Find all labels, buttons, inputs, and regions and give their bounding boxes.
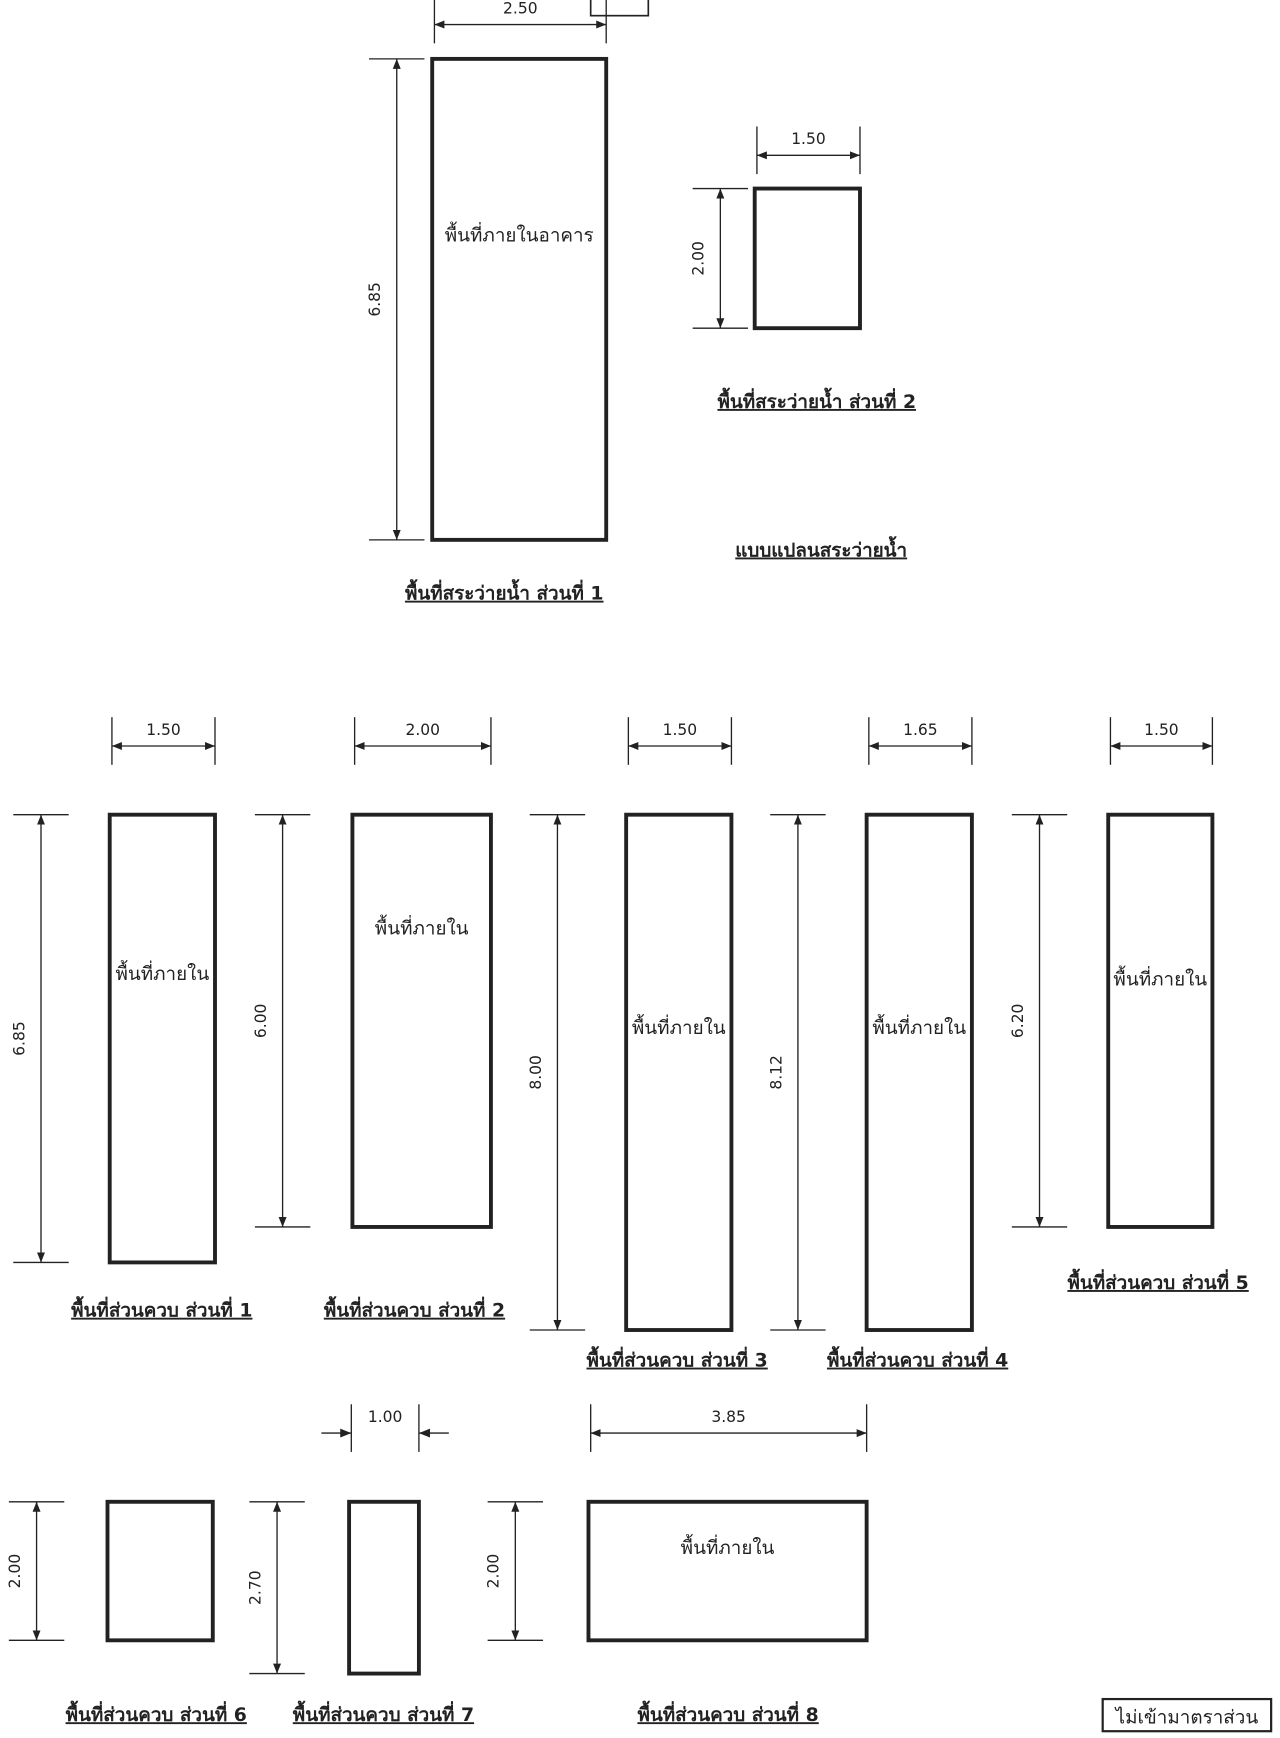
annex-part-5-caption: พื้นที่ส่วนควบ ส่วนที่ 5 [1067,1268,1248,1294]
annex-part-1-height-value: 6.85 [10,1021,28,1056]
pool-part-1-caption: พื้นที่สระว่ายน้ำ ส่วนที่ 1 [405,579,604,605]
note-scale: ไม่เข้ามาตราส่วน [1114,1706,1259,1728]
note-box [1101,1697,1273,1733]
pool-part-2-caption: พื้นที่สระว่ายน้ำ ส่วนที่ 2 [717,387,916,413]
annex-part-2-caption: พื้นที่ส่วนควบ ส่วนที่ 2 [324,1296,505,1322]
annex-part-5-width-value: 1.50 [1144,721,1179,739]
annex-part-7-caption: พื้นที่ส่วนควบ ส่วนที่ 7 [293,1700,474,1726]
pool-part-2-height-value: 2.00 [690,241,708,276]
annex-part-3-inner-label: พื้นที่ภายใน [632,1014,726,1039]
annex-part-5-height-value: 6.20 [1009,1004,1027,1039]
annex-part-2-outline [350,812,493,1229]
annex-part-3-width-value: 1.50 [663,721,698,739]
annex-part-8-caption: พื้นที่ส่วนควบ ส่วนที่ 8 [637,1700,818,1726]
annex-part-7-outline [347,1499,421,1676]
annex-part-7-width-arrows [340,1428,430,1438]
annex-part-5-outline [1106,812,1215,1229]
pool-part-1-outline [430,56,609,542]
pool-plan-title: แบบแปลนสระว่ายน้ำ [735,535,907,561]
annex-part-2-width-value: 2.00 [406,721,441,739]
annex-part-8-inner-label: พื้นที่ภายใน [681,1534,775,1559]
annex-part-1-inner-label: พื้นที่ภายใน [115,960,209,985]
annex-part-4-outline [864,812,974,1332]
annex-part-4-height-value: 8.12 [767,1055,785,1090]
annex-part-1-width-value: 1.50 [146,721,181,739]
pool-part-2-width-value: 1.50 [791,130,826,148]
annex-part-7-height-value: 2.70 [246,1570,264,1605]
pool-part-1-inner-label: พื้นที่ภายในอาคาร [445,222,594,247]
annex-part-1-outline [107,812,217,1265]
annex-part-2-inner-label: พื้นที่ภายใน [375,914,469,939]
annex-part-8-height-value: 2.00 [485,1554,503,1589]
annex-part-6-outline [105,1499,215,1643]
annex-part-2-height-value: 6.00 [252,1004,270,1039]
annex-part-8-outline [586,1499,869,1643]
annex-part-4-inner-label: พื้นที่ภายใน [872,1014,966,1039]
annex-part-3-height-value: 8.00 [527,1055,545,1090]
annex-part-6-caption: พื้นที่ส่วนควบ ส่วนที่ 6 [66,1700,247,1726]
pool-part-1-width-value: 2.50 [503,0,538,17]
annex-part-4-width-value: 1.65 [903,721,938,739]
annex-part-5-inner-label: พื้นที่ภายใน [1113,965,1207,990]
pool-part-1-height-value: 6.85 [366,282,384,317]
pool-part-2-outline [752,186,862,331]
annex-part-3-outline [624,812,734,1332]
annex-part-8-width-value: 3.85 [711,1408,746,1426]
annex-part-7-width-value: 1.00 [368,1408,403,1426]
annex-part-1-caption: พื้นที่ส่วนควบ ส่วนที่ 1 [71,1296,252,1322]
annex-part-3-caption: พื้นที่ส่วนควบ ส่วนที่ 3 [586,1346,767,1372]
annex-part-4-caption: พื้นที่ส่วนควบ ส่วนที่ 4 [827,1346,1008,1372]
top-edge-box [589,0,650,17]
annex-part-6-height-value: 2.00 [6,1554,24,1589]
